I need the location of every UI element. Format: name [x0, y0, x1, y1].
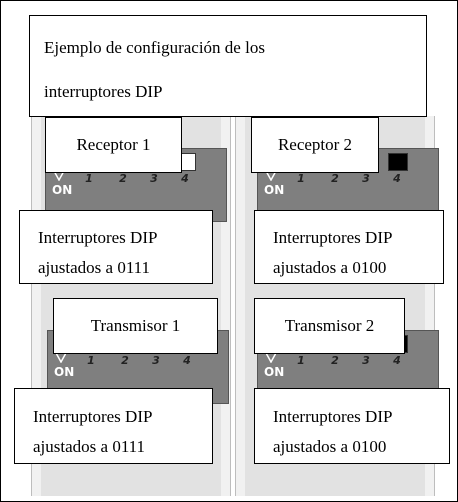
- switch-number-2: 2: [121, 354, 129, 367]
- receptor-2-label: Receptor 2: [251, 117, 379, 173]
- switch-number-2: 2: [331, 172, 339, 185]
- title-line-1: Ejemplo de configuración de los: [44, 38, 265, 57]
- on-label: ON: [264, 365, 285, 379]
- switch-number-1: 1: [297, 172, 305, 185]
- receptor-1-label: Receptor 1: [45, 117, 182, 173]
- switch-number-2: 2: [119, 172, 127, 185]
- switch-number-2: 2: [331, 354, 339, 367]
- transmisor-1-setting: Interruptores DIP ajustados a 0111: [14, 388, 213, 464]
- setting-line-1: Interruptores DIP: [273, 407, 393, 426]
- on-label: ON: [264, 183, 285, 197]
- receptor-1-setting: Interruptores DIP ajustados a 0111: [19, 210, 213, 284]
- transmisor-2-label: Transmisor 2: [254, 298, 405, 354]
- switch-number-1: 1: [297, 354, 305, 367]
- switch-number-3: 3: [152, 354, 160, 367]
- switch-number-4: 4: [393, 172, 401, 185]
- on-label: ON: [52, 183, 73, 197]
- switch-number-4: 4: [393, 354, 401, 367]
- setting-line-1: Interruptores DIP: [38, 228, 158, 247]
- setting-line-2: ajustados a 0111: [33, 437, 146, 456]
- title-line-2: interruptores DIP: [44, 82, 163, 101]
- switch-number-3: 3: [362, 172, 370, 185]
- setting-line-1: Interruptores DIP: [33, 407, 153, 426]
- transmisor-1-label: Transmisor 1: [53, 298, 218, 354]
- on-label: ON: [54, 365, 75, 379]
- switch-number-1: 1: [87, 354, 95, 367]
- dip-switch-4: [388, 153, 408, 171]
- setting-line-2: ajustados a 0100: [273, 437, 387, 456]
- setting-line-2: ajustados a 0100: [273, 258, 387, 277]
- transmisor-2-setting: Interruptores DIP ajustados a 0100: [254, 388, 450, 464]
- switch-number-3: 3: [150, 172, 158, 185]
- setting-line-2: ajustados a 0111: [38, 258, 151, 277]
- receptor-2-setting: Interruptores DIP ajustados a 0100: [254, 210, 444, 284]
- switch-number-4: 4: [183, 354, 191, 367]
- switch-number-1: 1: [85, 172, 93, 185]
- switch-number-4: 4: [181, 172, 189, 185]
- setting-line-1: Interruptores DIP: [273, 228, 393, 247]
- title-box: Ejemplo de configuración de los interrup…: [29, 15, 427, 117]
- switch-number-3: 3: [362, 354, 370, 367]
